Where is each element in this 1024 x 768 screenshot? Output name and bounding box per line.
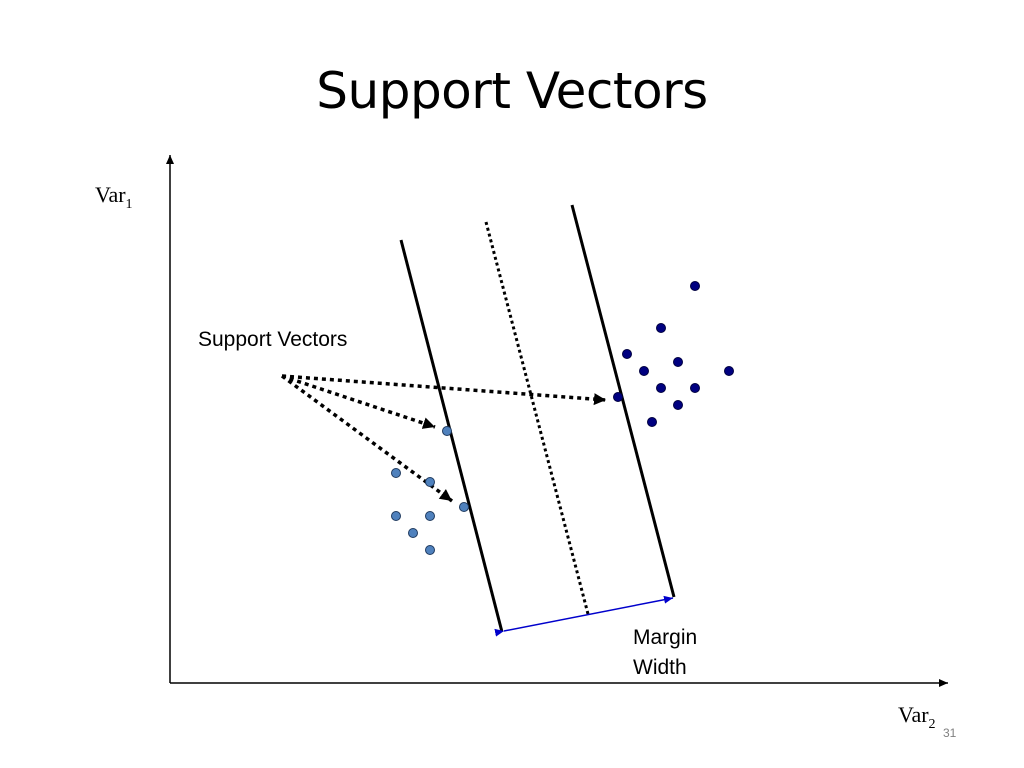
data-point xyxy=(613,392,623,402)
data-point xyxy=(622,349,632,359)
class-b-points xyxy=(613,281,734,427)
data-point xyxy=(690,383,700,393)
data-point xyxy=(425,477,435,487)
data-point xyxy=(408,528,418,538)
data-point xyxy=(391,511,401,521)
x-axis-label: Var2 xyxy=(898,702,936,732)
data-point xyxy=(639,366,649,376)
data-point xyxy=(425,545,435,555)
data-point xyxy=(690,281,700,291)
data-point xyxy=(391,468,401,478)
data-point xyxy=(673,357,683,367)
left-margin-boundary xyxy=(399,239,504,633)
data-point xyxy=(656,323,666,333)
decision-boundary xyxy=(484,221,590,615)
data-point xyxy=(442,426,452,436)
data-point xyxy=(647,417,657,427)
margin-width-label-line1: Margin xyxy=(633,626,697,649)
page-number: 31 xyxy=(943,726,957,740)
right-margin-boundary xyxy=(570,204,676,598)
slide-title: Support Vectors xyxy=(316,62,708,120)
data-point xyxy=(724,366,734,376)
support-vectors-label: Support Vectors xyxy=(198,328,347,351)
support-vector-arrow xyxy=(281,374,607,406)
data-point xyxy=(673,400,683,410)
margin-width-label-line2: Width xyxy=(633,656,687,679)
data-point xyxy=(459,502,469,512)
support-vector-arrow xyxy=(280,374,454,503)
data-point xyxy=(656,383,666,393)
data-point xyxy=(425,511,435,521)
margin-width-arrow xyxy=(494,595,674,637)
class-a-points xyxy=(391,426,469,555)
y-axis-label: Var1 xyxy=(95,182,133,212)
support-vector-arrow xyxy=(281,374,436,429)
